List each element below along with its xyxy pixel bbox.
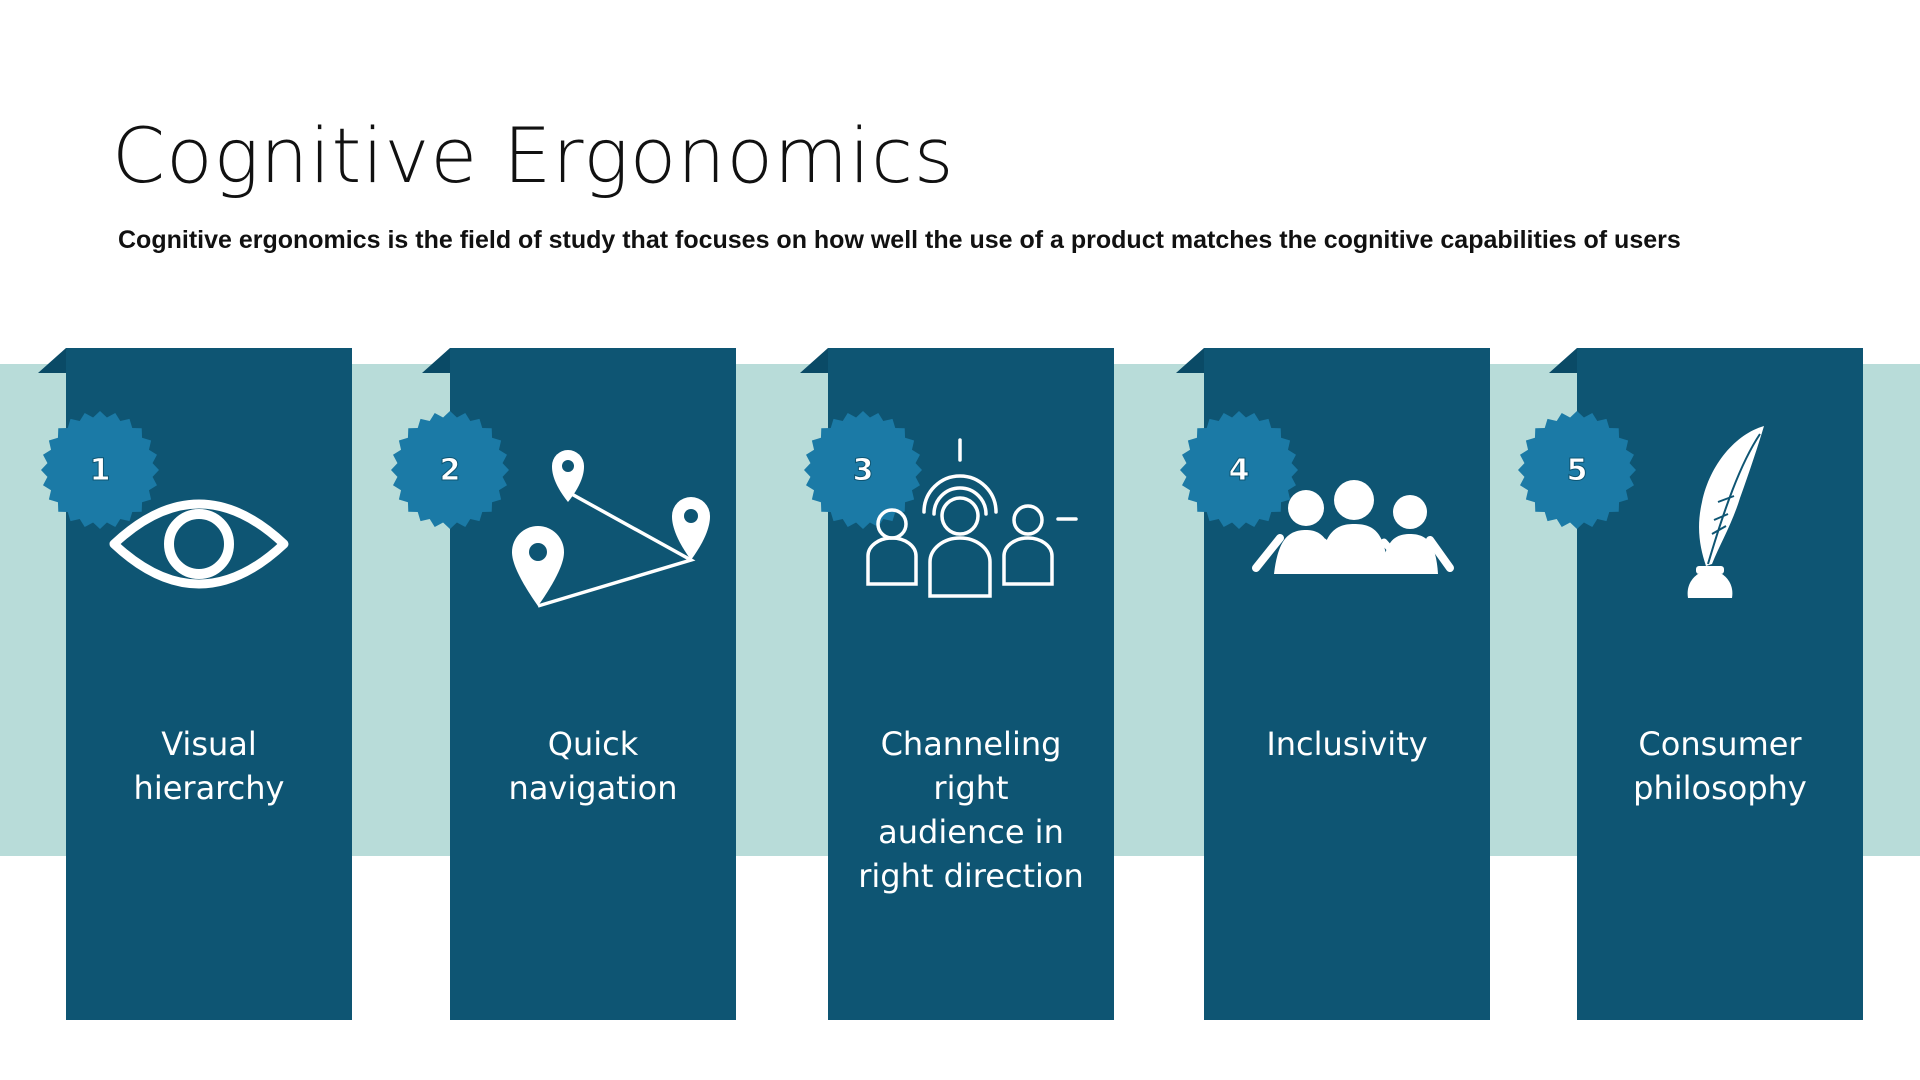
card-fold <box>422 348 450 373</box>
badge-1: 1 <box>41 411 159 529</box>
card-4-label: Inclusivity <box>1266 725 1428 763</box>
card-fold <box>1176 348 1204 373</box>
card-3-label: Channeling right audience in right direc… <box>858 725 1084 895</box>
card-5-label: Consumer philosophy <box>1633 725 1807 807</box>
card-fold <box>1549 348 1577 373</box>
card-fold <box>800 348 828 373</box>
card-1-label: Visual hierarchy <box>133 725 285 807</box>
people-group-icon <box>1252 478 1456 581</box>
badge-number: 5 <box>1566 452 1588 488</box>
badge-3: 3 <box>804 411 922 529</box>
card-2-label: Quick navigation <box>508 725 678 807</box>
badge-5: 5 <box>1518 411 1636 529</box>
badge-number: 4 <box>1228 452 1250 488</box>
badge-2: 2 <box>391 411 509 529</box>
badge-number: 3 <box>852 452 874 488</box>
audience-target-icon <box>864 438 1080 605</box>
badge-number: 2 <box>439 452 461 488</box>
page-subtitle: Cognitive ergonomics is the field of stu… <box>118 226 1681 254</box>
card-fold <box>38 348 66 373</box>
badge-4: 4 <box>1180 411 1298 529</box>
map-route-icon <box>508 446 714 617</box>
quill-ink-icon <box>1676 424 1768 605</box>
badge-number: 1 <box>89 452 111 488</box>
page-title: Cognitive Ergonomics <box>112 111 955 200</box>
eye-icon <box>108 490 290 603</box>
